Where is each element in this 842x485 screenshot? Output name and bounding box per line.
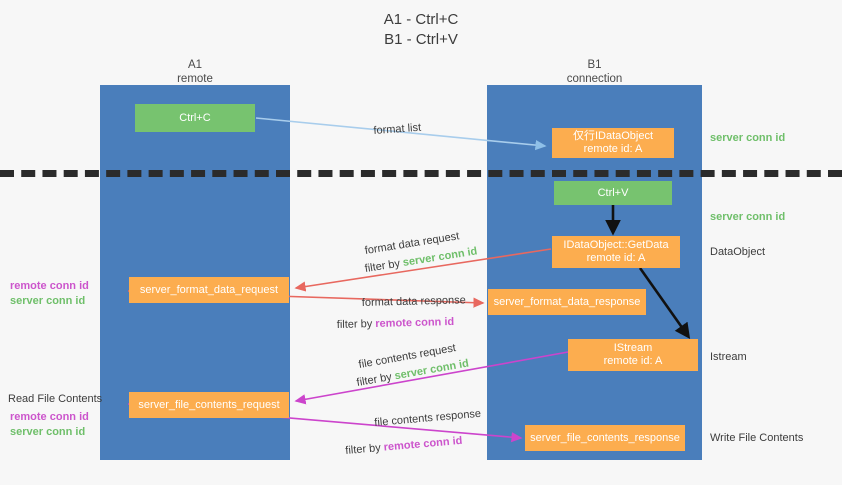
filter-prefix: filter by xyxy=(363,257,404,276)
edge-label-format-list: format list xyxy=(373,121,422,138)
title-line-2: B1 - Ctrl+V xyxy=(384,31,458,48)
filter-prefix: filter by xyxy=(355,370,396,390)
box-ctrl-v[interactable]: Ctrl+V xyxy=(554,181,672,205)
box-server-format-data-request-label: server_format_data_request xyxy=(139,283,279,296)
box-server-file-contents-request[interactable]: server_file_contents_request xyxy=(129,392,289,418)
left-label-remote-conn-id-mid: remote conn id xyxy=(10,279,89,294)
diagram-title: A1 - Ctrl+C B1 - Ctrl+V xyxy=(0,10,842,50)
filter-key-remote-conn-id: remote conn id xyxy=(383,434,463,454)
edge-label-format-data-response-filter: filter by remote conn id xyxy=(337,315,455,332)
box-idataobject-line1: 仅行IDataObject xyxy=(572,130,654,142)
box-idataobject-line2: remote id: A xyxy=(583,143,643,155)
column-a1-sub: remote xyxy=(177,73,213,85)
right-label-server-conn-id-top: server conn id xyxy=(710,131,785,146)
left-label-read-file-contents: Read File Contents xyxy=(8,392,102,407)
left-label-remote-conn-id-low-text: remote conn id xyxy=(10,411,89,423)
box-istream-line1: IStream xyxy=(613,342,653,354)
box-server-file-contents-request-label: server_file_contents_request xyxy=(138,398,280,411)
left-label-read-file-contents-text: Read File Contents xyxy=(8,393,103,405)
edge-label-format-list-text: format list xyxy=(373,121,422,138)
box-server-format-data-response-label: server_format_data_response xyxy=(493,295,641,308)
box-istream-line2: remote id: A xyxy=(603,355,663,367)
title-line-1: A1 - Ctrl+C xyxy=(383,11,459,28)
filter-prefix: filter by xyxy=(344,441,385,458)
box-ctrl-c-label: Ctrl+C xyxy=(179,111,211,124)
left-label-remote-conn-id-low: remote conn id xyxy=(10,410,89,425)
column-heading-a1: A1 remote xyxy=(100,58,290,86)
box-server-file-contents-response-label: server_file_contents_response xyxy=(530,431,680,444)
box-server-format-data-request[interactable]: server_format_data_request xyxy=(129,277,289,303)
box-server-file-contents-response[interactable]: server_file_contents_response xyxy=(525,425,685,451)
filter-prefix: filter by xyxy=(336,317,376,332)
left-label-remote-conn-id-mid-text: remote conn id xyxy=(10,280,89,292)
box-getdata-line1: IDataObject::GetData xyxy=(563,239,669,251)
box-ctrl-c[interactable]: Ctrl+C xyxy=(135,104,255,132)
left-label-server-conn-id-low: server conn id xyxy=(10,425,85,440)
right-label-server-conn-id-top-text: server conn id xyxy=(710,132,786,144)
right-label-write-file-contents-text: Write File Contents xyxy=(710,432,804,444)
right-label-server-conn-id-second: server conn id xyxy=(710,210,785,225)
box-getdata-line2: remote id: A xyxy=(586,252,646,264)
right-label-dataobject-text: DataObject xyxy=(710,246,766,258)
left-label-server-conn-id-low-text: server conn id xyxy=(10,426,86,438)
right-label-istream-text: Istream xyxy=(710,351,747,363)
column-a1-name: A1 xyxy=(187,59,203,71)
left-label-server-conn-id-mid-text: server conn id xyxy=(10,295,86,307)
edge-label-file-contents-response-text: file contents response xyxy=(373,407,482,430)
column-heading-b1: B1 connection xyxy=(487,58,702,86)
filter-key-remote-conn-id: remote conn id xyxy=(375,315,455,330)
edge-label-format-data-response: format data response xyxy=(362,293,466,310)
edge-label-file-contents-response-filter: filter by remote conn id xyxy=(345,434,463,458)
right-label-istream: Istream xyxy=(710,350,747,365)
column-b1-name: B1 xyxy=(587,59,602,71)
edge-label-format-data-response-text: format data response xyxy=(361,294,466,310)
column-b1-sub: connection xyxy=(566,73,623,85)
box-idataobject-getdata[interactable]: IDataObject::GetData remote id: A xyxy=(552,236,680,268)
phase-divider xyxy=(0,170,842,177)
right-label-server-conn-id-second-text: server conn id xyxy=(710,211,786,223)
box-server-format-data-response[interactable]: server_format_data_response xyxy=(488,289,646,315)
right-label-write-file-contents: Write File Contents xyxy=(710,431,803,446)
box-idataobject[interactable]: 仅行IDataObject remote id: A xyxy=(552,128,674,158)
box-istream[interactable]: IStream remote id: A xyxy=(568,339,698,371)
box-ctrl-v-label: Ctrl+V xyxy=(597,186,629,199)
left-label-server-conn-id-mid: server conn id xyxy=(10,294,85,309)
right-label-dataobject: DataObject xyxy=(710,245,765,260)
edge-label-file-contents-response: file contents response xyxy=(374,407,482,430)
